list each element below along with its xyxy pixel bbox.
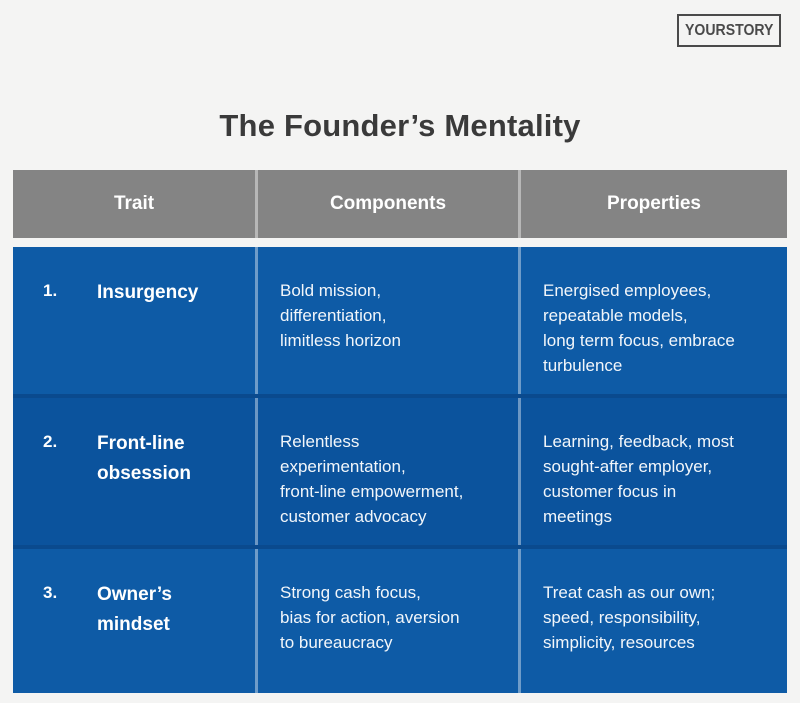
column-header-trait: Trait bbox=[113, 193, 155, 214]
properties-cell: Energised employees, repeatable models, … bbox=[518, 247, 787, 394]
founders-mentality-table: Trait Components Properties 1. Insurgenc… bbox=[13, 170, 787, 693]
trait-name: Insurgency bbox=[97, 282, 199, 303]
row-number: 3. bbox=[43, 583, 58, 602]
row-number: 2. bbox=[43, 432, 58, 451]
components-cell: Strong cash focus, bias for action, aver… bbox=[255, 549, 518, 693]
table-row-insurgency: 1. Insurgency Bold mission, differentiat… bbox=[13, 247, 787, 394]
trait-name: Owner’s mindset bbox=[97, 584, 172, 635]
components-cell: Relentless experimentation, front-line e… bbox=[255, 398, 518, 545]
properties-cell: Treat cash as our own; speed, responsibi… bbox=[518, 549, 787, 693]
yourstory-logo-text: YOURSTORY bbox=[684, 21, 774, 39]
trait-name: Front-line obsession bbox=[97, 433, 191, 484]
table-row-owners-mindset: 3. Owner’s mindset Strong cash focus, bi… bbox=[13, 549, 787, 693]
components-cell: Bold mission, differentiation, limitless… bbox=[255, 247, 518, 394]
table-header-row: Trait Components Properties bbox=[13, 170, 787, 238]
table-row-front-line-obsession: 2. Front-line obsession Relentless exper… bbox=[13, 398, 787, 545]
page-title: The Founder’s Mentality bbox=[219, 108, 581, 143]
row-divider bbox=[13, 545, 787, 549]
trait-cell: 3. Owner’s mindset bbox=[13, 549, 255, 693]
row-divider bbox=[13, 394, 787, 398]
trait-cell: 2. Front-line obsession bbox=[13, 398, 255, 545]
properties-cell: Learning, feedback, most sought-after em… bbox=[518, 398, 787, 545]
yourstory-logo: YOURSTORY bbox=[677, 14, 781, 47]
row-number: 1. bbox=[43, 281, 58, 300]
column-header-components: Components bbox=[255, 170, 518, 238]
column-header-properties: Properties bbox=[518, 170, 787, 238]
trait-cell: 1. Insurgency bbox=[13, 247, 255, 394]
